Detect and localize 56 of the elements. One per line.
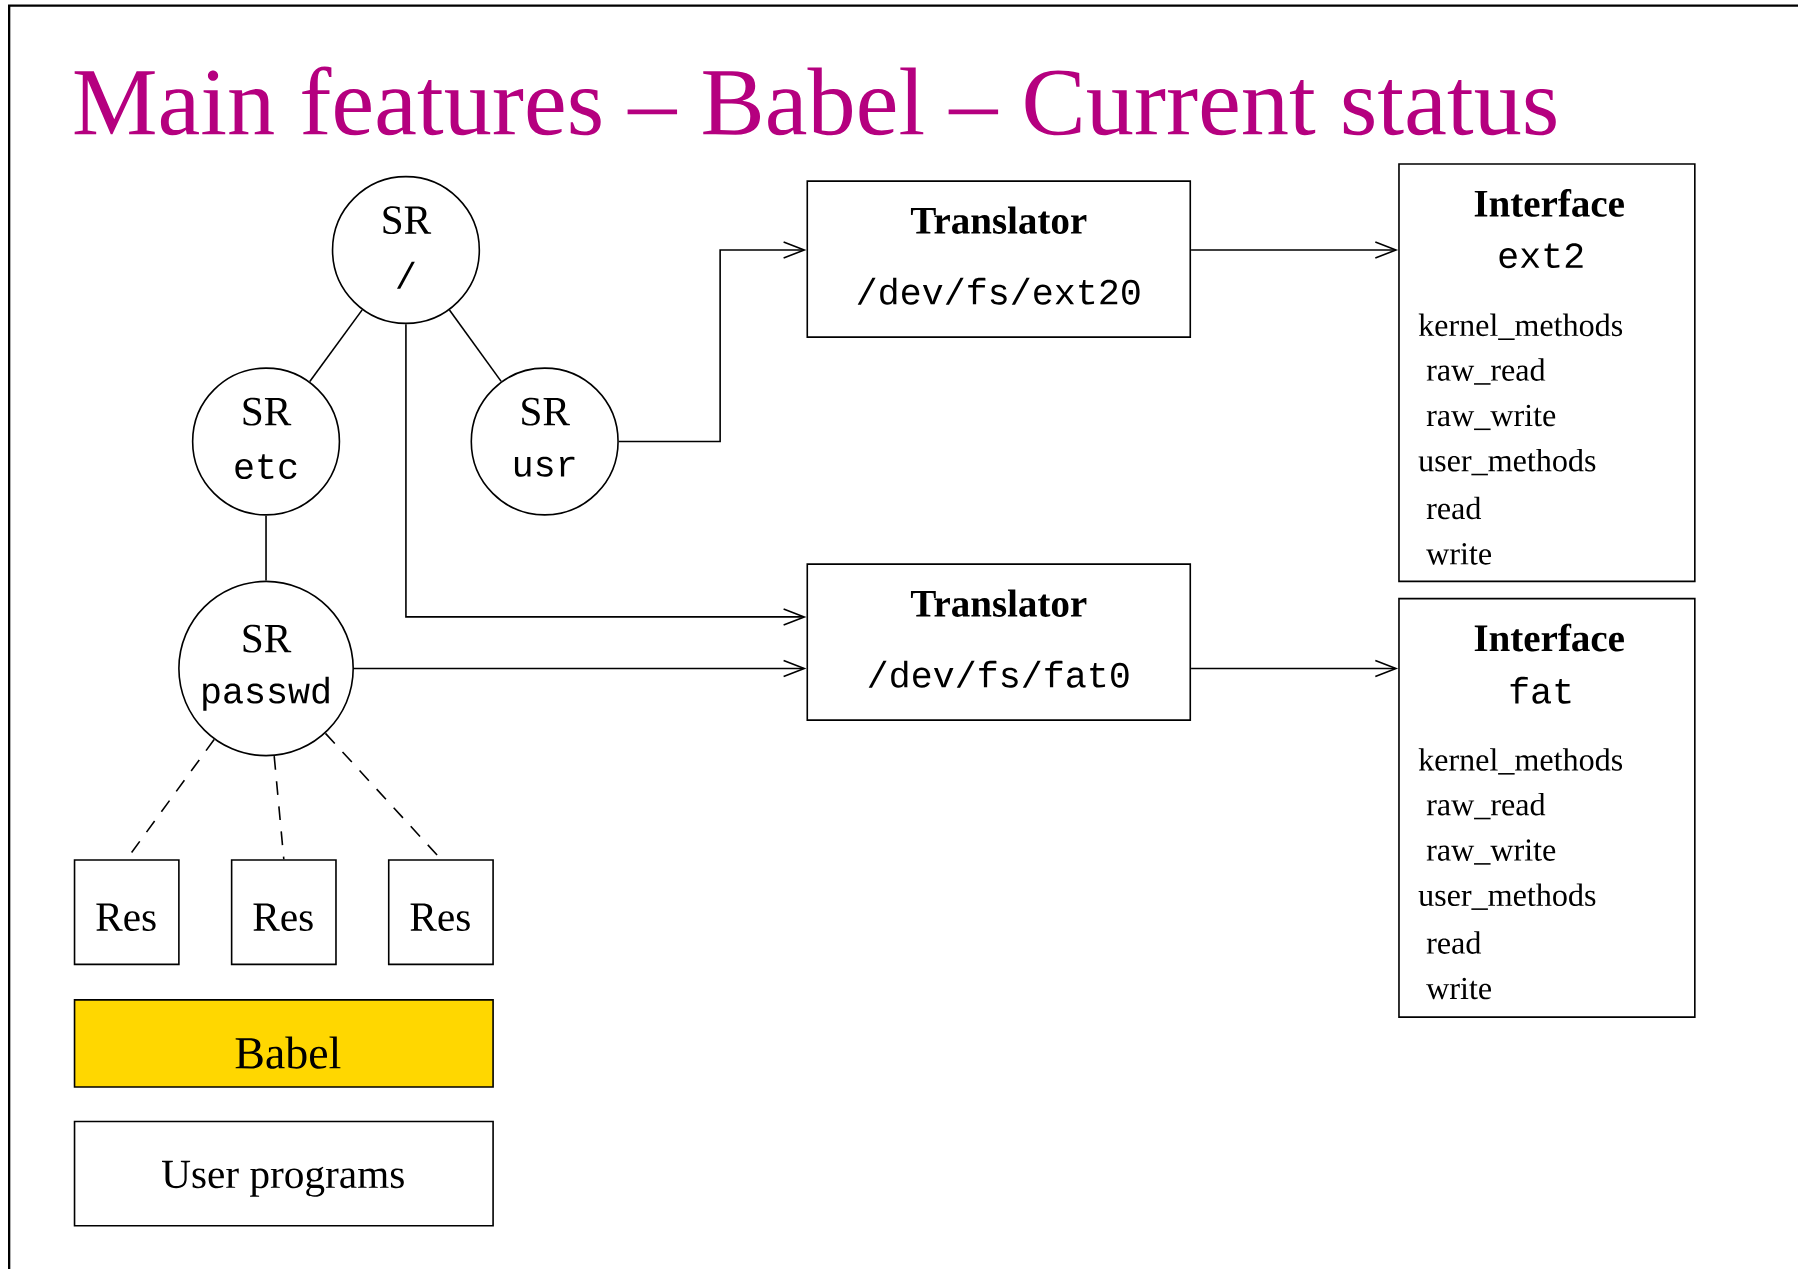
node-text: Interface <box>1474 623 1624 652</box>
resource-box <box>387 859 494 965</box>
translator-box <box>806 563 1192 721</box>
node-text: /dev/fs/fat0 <box>868 660 1129 688</box>
node-text: passwd <box>203 676 329 711</box>
circle-node <box>191 367 341 516</box>
connector-line <box>265 514 267 582</box>
node-text: user_methods <box>1418 448 1596 476</box>
node-text: Translator <box>910 206 1087 234</box>
connector-line <box>448 309 502 382</box>
node-text: write <box>1426 542 1491 565</box>
node-text: ext2 <box>1499 243 1583 268</box>
circle-node <box>178 580 354 757</box>
node-text: kernel_methods <box>1418 313 1623 340</box>
node-text: Res <box>96 903 156 931</box>
node-text: /dev/fs/ext20 <box>857 277 1140 305</box>
node-text: user_methods <box>1418 883 1596 910</box>
dashed-line <box>273 755 285 860</box>
arrow <box>618 240 807 443</box>
node-text: Res <box>253 903 313 931</box>
node-text: raw_write <box>1426 839 1556 865</box>
node-text: SR <box>522 397 570 426</box>
node-text: kernel_methods <box>1418 748 1623 775</box>
node-text: raw_read <box>1426 358 1546 385</box>
node-text: fat <box>1510 676 1571 704</box>
node-text: usr <box>514 456 575 477</box>
circle-node <box>470 367 619 516</box>
node-text: Babel <box>235 1036 341 1069</box>
resource-box <box>73 859 180 965</box>
arrow <box>405 323 807 626</box>
node-text: / <box>396 261 415 289</box>
circle-node <box>331 175 481 324</box>
node-text: SR <box>243 397 292 426</box>
babel-bar <box>73 998 494 1088</box>
interface-box <box>1398 162 1696 582</box>
node-text: User programs <box>162 1160 404 1197</box>
arrow <box>353 659 807 678</box>
node-text: write <box>1426 977 1491 1000</box>
node-text: SR <box>383 206 432 234</box>
connector-line <box>309 308 363 383</box>
arrow <box>1190 659 1399 678</box>
program-box <box>73 1120 494 1227</box>
node-text: raw_write <box>1426 404 1556 430</box>
node-text: Interface <box>1474 188 1624 217</box>
node-text: raw_read <box>1426 792 1546 820</box>
translator-box <box>806 180 1192 338</box>
resource-box <box>230 859 337 965</box>
node-text: SR <box>243 624 292 653</box>
node-text: read <box>1426 496 1482 520</box>
node-text: Res <box>410 903 470 931</box>
node-text: read <box>1426 931 1482 954</box>
slide-title: Main features – Babel – Current status <box>74 66 1556 136</box>
interface-box <box>1398 597 1696 1018</box>
node-text: etc <box>235 454 297 479</box>
node-text: Translator <box>910 589 1087 617</box>
arrow <box>1190 240 1399 259</box>
